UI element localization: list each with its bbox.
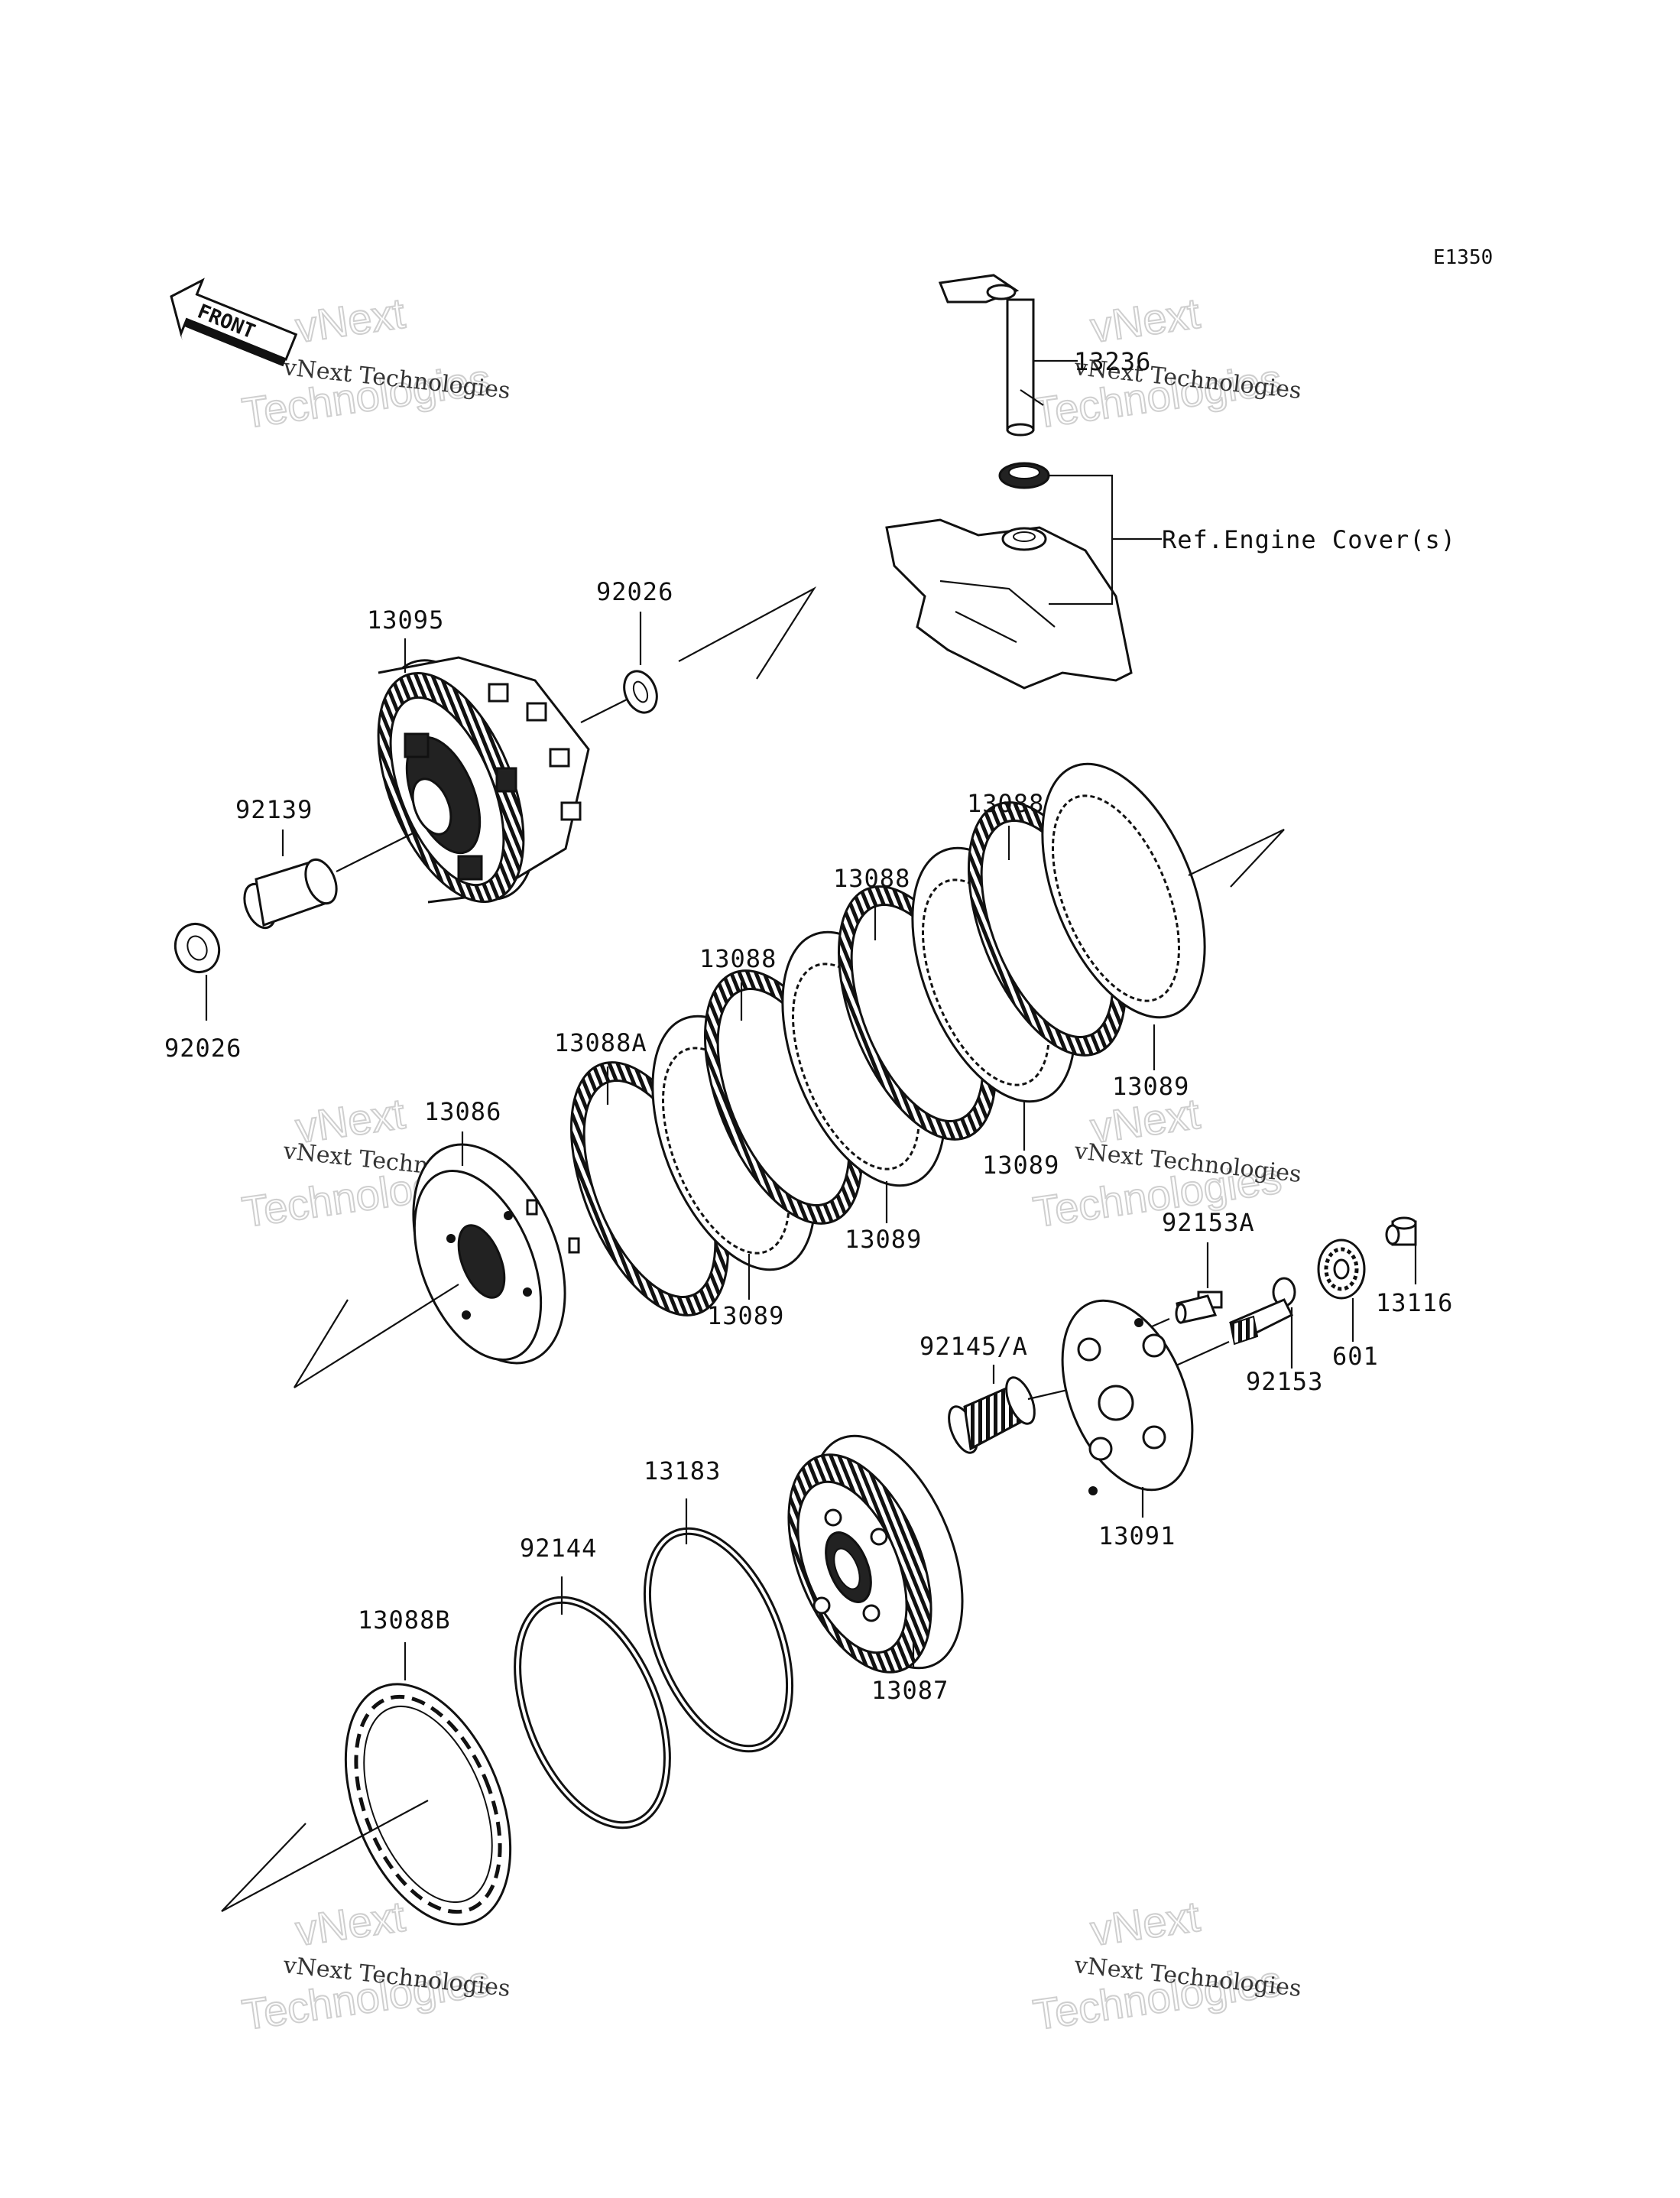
label-13236: 13236: [1074, 347, 1151, 376]
collar-sleeve: [243, 858, 338, 930]
friction-plate-13088B: [344, 1683, 512, 1926]
label-13086: 13086: [424, 1097, 501, 1126]
label-92139: 92139: [235, 795, 313, 824]
label-92145: 92145/A: [919, 1332, 1028, 1361]
label-13089-2: 13089: [982, 1151, 1059, 1180]
label-92026-left: 92026: [164, 1034, 242, 1063]
label-13088-2: 13088: [833, 864, 910, 893]
clutch-housing: [377, 656, 590, 904]
label-13088-1: 13088: [967, 789, 1044, 818]
label-13088A: 13088A: [554, 1028, 647, 1057]
watermark-vnext: vNext: [1088, 1892, 1203, 1955]
label-13088B: 13088B: [358, 1605, 451, 1635]
spring-plate: [1061, 1299, 1194, 1495]
label-92153: 92153: [1246, 1367, 1323, 1396]
label-92026-top: 92026: [596, 577, 673, 606]
clutch-spring: [948, 1376, 1036, 1454]
label-13089-4: 13089: [707, 1301, 784, 1330]
label-13091: 13091: [1098, 1521, 1176, 1550]
label-13089-3: 13089: [845, 1225, 922, 1254]
watermark-vnext: vNext: [293, 289, 408, 352]
thrust-washer-top: [623, 670, 658, 714]
label-13095: 13095: [367, 606, 444, 635]
label-13116: 13116: [1376, 1288, 1453, 1317]
diagram-code: E1350: [1433, 246, 1493, 269]
pusher-13116: [1385, 1216, 1417, 1246]
watermark-vnext: vNext: [1088, 289, 1203, 352]
wire-ring-13183: [643, 1527, 794, 1753]
front-arrow-icon: FRONT: [170, 278, 298, 367]
release-lever-shaft: [938, 274, 1044, 437]
watermark-bottom-right: vNext Technologies vNext Technologies: [1030, 1891, 1302, 2040]
watermark-top-right: vNext Technologies vNext Technologies: [1030, 288, 1302, 438]
steel-plate-4: [1041, 762, 1206, 1019]
pressure-plate: [412, 1143, 580, 1365]
engine-cover-fragment: [885, 518, 1133, 690]
bolt-92153A: [1175, 1291, 1223, 1324]
bolt-92153: [1229, 1277, 1296, 1346]
ref-engine-cover-label: Ref.Engine Cover(s): [1162, 525, 1456, 554]
bearing-601: [1317, 1239, 1366, 1300]
label-92144: 92144: [520, 1534, 597, 1563]
label-13183: 13183: [644, 1456, 721, 1485]
label-92153A: 92153A: [1162, 1208, 1255, 1237]
wire-ring-92144: [514, 1596, 671, 1830]
thrust-washer-left: [174, 923, 221, 973]
label-13087: 13087: [871, 1676, 949, 1705]
oil-seal: [998, 462, 1050, 489]
watermark-vnext: vNext: [293, 1892, 408, 1955]
label-601: 601: [1332, 1342, 1379, 1371]
clutch-hub: [787, 1434, 964, 1674]
label-13089-1: 13089: [1112, 1072, 1189, 1101]
label-13088-3: 13088: [699, 944, 777, 973]
